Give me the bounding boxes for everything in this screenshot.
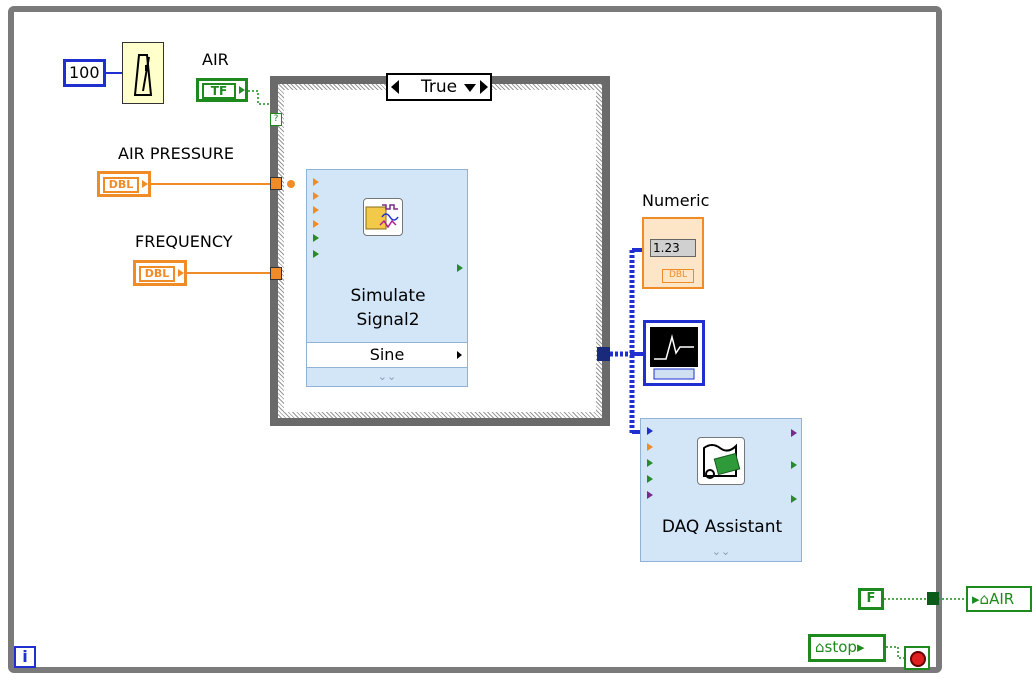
expand-chevron-icon[interactable]: ⌄⌄ — [377, 370, 397, 383]
air-pressure-output-terminal — [142, 180, 148, 188]
daq-assistant-icon — [697, 437, 745, 485]
frequency-tunnel[interactable] — [270, 267, 282, 280]
numeric-label: Numeric — [642, 191, 710, 210]
numeric-value: 1.23 — [650, 239, 696, 257]
air-local-variable-label: AIR — [989, 590, 1015, 608]
loop-condition-terminal[interactable] — [904, 646, 930, 670]
air-local-variable[interactable]: ▸⌂AIR — [966, 586, 1032, 612]
selector-dropdown-icon[interactable] — [464, 84, 476, 92]
wait-ms-constant[interactable]: 100 — [63, 59, 106, 87]
case-selector[interactable]: True — [386, 73, 492, 101]
case-selector-value: True — [420, 77, 458, 97]
sine-output-row[interactable]: Sine — [307, 342, 467, 368]
stop-home-icon: ⌂ — [815, 638, 825, 656]
output-terminal-error — [457, 264, 463, 272]
daq-input-terminal-3 — [647, 459, 653, 467]
daq-input-terminal-1 — [647, 427, 653, 435]
input-terminal-5 — [313, 234, 319, 242]
air-pressure-label: AIR PRESSURE — [118, 144, 234, 163]
daq-output-terminal-2 — [791, 461, 797, 469]
graph-icon — [650, 327, 698, 380]
sine-output-arrow-icon — [457, 351, 462, 359]
input-terminal-4 — [313, 220, 319, 228]
iteration-terminal[interactable]: i — [14, 646, 36, 668]
frequency-type-badge: DBL — [139, 266, 175, 282]
daq-expand-chevron-icon[interactable]: ⌄⌄ — [711, 545, 731, 558]
stop-local-variable[interactable]: ⌂stop▸ — [808, 634, 886, 662]
air-boolean-control[interactable]: TF — [196, 78, 248, 102]
input-terminal-3 — [313, 206, 319, 214]
daq-output-terminal-3 — [791, 495, 797, 503]
false-boolean-constant[interactable]: F — [858, 588, 884, 610]
air-pressure-tunnel[interactable] — [270, 177, 282, 190]
input-terminal-2 — [313, 192, 319, 200]
case-selector-terminal[interactable]: ? — [270, 113, 282, 126]
input-terminal-6 — [313, 250, 319, 258]
stop-sign-icon — [910, 651, 926, 667]
output-tunnel[interactable] — [597, 347, 610, 361]
air-label: AIR — [202, 50, 229, 69]
home-icon: ▸⌂ — [972, 590, 990, 608]
simulate-signal-title-line2: Signal2 — [356, 310, 420, 330]
frequency-label: FREQUENCY — [135, 232, 233, 251]
air-pressure-type-badge: DBL — [103, 177, 139, 193]
numeric-type-badge: DBL — [662, 269, 694, 283]
selector-decrement-icon[interactable] — [391, 80, 399, 94]
metronome-icon — [133, 54, 153, 96]
wait-function-metronome-icon[interactable] — [122, 42, 164, 104]
sine-output-label: Sine — [369, 345, 405, 364]
input-terminal-1 — [313, 178, 319, 186]
while-loop — [8, 6, 942, 673]
wire-junction — [287, 180, 295, 188]
frequency-control[interactable]: DBL — [133, 260, 187, 286]
daq-assistant-title: DAQ Assistant — [661, 517, 783, 537]
daq-input-terminal-4 — [647, 475, 653, 483]
daq-output-terminal-1 — [791, 429, 797, 437]
daq-assistant-express-vi[interactable]: DAQ Assistant ⌄⌄ — [640, 418, 802, 562]
air-type-badge: TF — [202, 83, 236, 99]
numeric-indicator[interactable]: 1.23 DBL — [642, 217, 704, 289]
stop-local-variable-label: stop — [824, 638, 857, 656]
frequency-output-terminal — [178, 269, 184, 277]
air-output-terminal — [239, 86, 245, 94]
stop-arrow-icon: ▸ — [856, 638, 865, 656]
selector-increment-icon[interactable] — [480, 80, 488, 94]
daq-input-terminal-5 — [647, 491, 653, 499]
daq-input-terminal-2 — [647, 443, 653, 451]
waveform-graph-indicator[interactable] — [643, 320, 705, 386]
simulate-signal-title-line1: Simulate — [350, 286, 426, 306]
simulate-signal-icon — [363, 198, 403, 236]
simulate-signal-express-vi[interactable]: Simulate Signal2 Sine ⌄⌄ — [306, 169, 468, 387]
air-pressure-control[interactable]: DBL — [97, 171, 151, 197]
loop-output-tunnel[interactable] — [927, 592, 939, 605]
